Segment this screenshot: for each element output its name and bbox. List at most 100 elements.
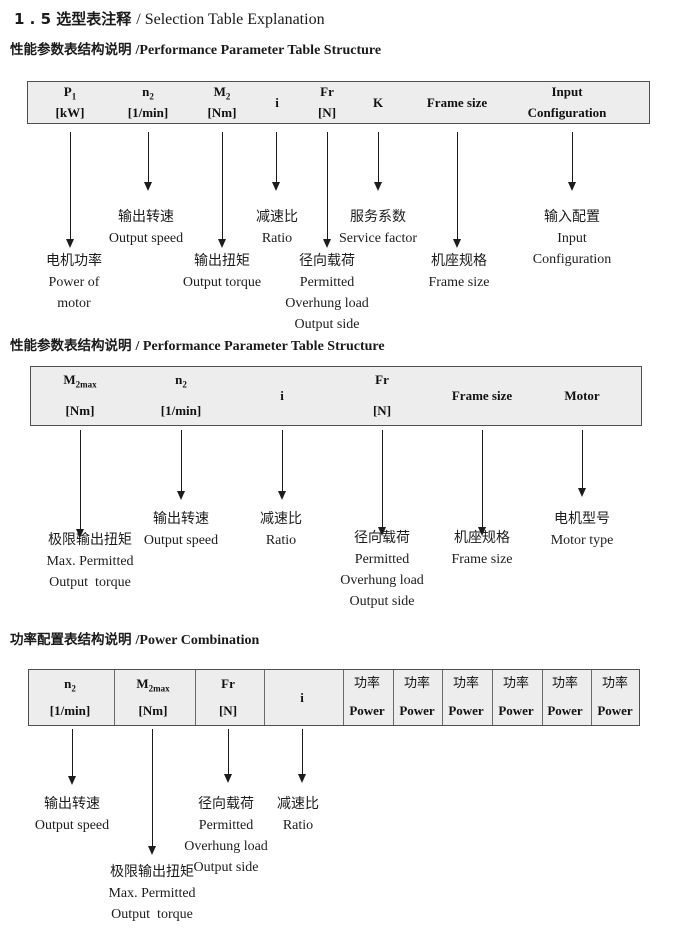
down-arrow-n2 bbox=[68, 729, 77, 785]
header-text: M2max bbox=[63, 372, 96, 390]
header-text: Fr bbox=[320, 84, 334, 99]
t3-col-fr: Fr [N] bbox=[219, 676, 237, 718]
column-divider bbox=[591, 670, 592, 725]
header-unit: [kW] bbox=[55, 105, 85, 120]
down-arrow-i bbox=[278, 430, 287, 500]
header-unit: [1/min] bbox=[127, 105, 169, 120]
annotation-overhung-load: 径向载荷 Permitted Overhung load Output side bbox=[285, 254, 369, 332]
header-base: n bbox=[142, 84, 150, 99]
t3-col-power-1: 功率 Power bbox=[349, 676, 384, 718]
t3-col-power-4: 功率 Power bbox=[498, 676, 533, 718]
annotation-input-configuration: 输入配置 Input Configuration bbox=[532, 210, 612, 267]
column-divider bbox=[114, 670, 115, 725]
header-text: n2 bbox=[64, 676, 76, 694]
section-3-heading: 功率配置表结构说明 /Power Combination bbox=[10, 628, 259, 649]
header-unit: [1/min] bbox=[160, 403, 202, 418]
power-combination-table bbox=[28, 669, 640, 726]
down-arrow-i bbox=[272, 132, 281, 191]
header-unit: [1/min] bbox=[49, 703, 91, 718]
header-unit: [N] bbox=[218, 703, 238, 718]
annotation-motor-type: 电机型号 Motor type bbox=[550, 512, 614, 548]
header-sub: 2max bbox=[148, 683, 170, 694]
down-arrow-fr bbox=[323, 132, 332, 248]
header-text: M2max bbox=[136, 676, 169, 694]
annotation-frame-size: 机座规格 Frame size bbox=[451, 531, 513, 567]
annotation-max-output-torque: 极限输出扭矩 Max. Permitted Output torque bbox=[108, 865, 196, 922]
header-text: Frame size bbox=[426, 94, 488, 110]
down-arrow-motor bbox=[578, 430, 587, 497]
performance-table-1 bbox=[27, 81, 650, 124]
down-arrow-frame-size bbox=[478, 430, 487, 536]
annotation-service-factor: 服务系数 Service factor bbox=[338, 210, 418, 246]
header-sub: 2 bbox=[182, 379, 187, 390]
header-base: n bbox=[175, 372, 183, 387]
annotation-output-speed: 输出转速 Output speed bbox=[34, 797, 110, 833]
t2-col-i: i bbox=[280, 372, 284, 418]
header-text: n2 bbox=[142, 84, 154, 102]
t3-col-power-2: 功率 Power bbox=[399, 676, 434, 718]
header-unit: [Nm] bbox=[138, 703, 168, 718]
header-base: n bbox=[64, 676, 72, 691]
down-arrow-input-configuration bbox=[568, 132, 577, 191]
annotation-max-output-torque: 极限输出扭矩 Max. Permitted Output torque bbox=[46, 533, 134, 590]
page-title-zh: 1 . 5 选型表注释 bbox=[14, 10, 132, 28]
annotation-ratio: 减速比 Ratio bbox=[260, 512, 302, 548]
header-text: n2 bbox=[175, 372, 187, 390]
header-text: 功率 bbox=[353, 676, 380, 691]
header-text: i bbox=[275, 94, 279, 110]
t1-col-m2: M2 [Nm] bbox=[208, 84, 237, 120]
header-base: M bbox=[136, 676, 149, 691]
header-unit: [N] bbox=[372, 403, 392, 418]
header-unit: Power bbox=[547, 703, 583, 718]
header-text: 功率 bbox=[452, 676, 479, 691]
t1-col-fr: Fr [N] bbox=[318, 84, 336, 120]
t3-col-m2max: M2max [Nm] bbox=[136, 676, 169, 718]
t1-col-p1: P1 [kW] bbox=[56, 84, 85, 120]
header-text: Frame size bbox=[451, 387, 513, 403]
t3-col-power-6: 功率 Power bbox=[597, 676, 632, 718]
column-divider bbox=[492, 670, 493, 725]
t1-col-input-configuration: Input Configuration bbox=[528, 84, 607, 120]
t2-col-m2max: M2max [Nm] bbox=[63, 372, 96, 418]
header-text: 功率 bbox=[551, 676, 578, 691]
header-text: i bbox=[300, 689, 304, 705]
t2-col-motor: Motor bbox=[564, 372, 599, 418]
column-divider bbox=[542, 670, 543, 725]
header-unit: [Nm] bbox=[65, 403, 95, 418]
down-arrow-k bbox=[374, 132, 383, 191]
header-sub: 2max bbox=[75, 379, 97, 390]
t3-col-i: i bbox=[300, 676, 304, 718]
header-unit: Power bbox=[399, 703, 435, 718]
header-unit: [N] bbox=[317, 105, 337, 120]
header-sub: 2 bbox=[225, 91, 231, 102]
page-title: 1 . 5 选型表注释 / Selection Table Explanatio… bbox=[14, 8, 325, 29]
header-sub: 2 bbox=[71, 683, 76, 694]
header-text: P1 bbox=[64, 84, 76, 102]
down-arrow-m2 bbox=[218, 132, 227, 248]
header-unit: Power bbox=[349, 703, 385, 718]
header-base: M bbox=[213, 84, 226, 99]
performance-table-2 bbox=[30, 366, 642, 426]
header-text: Fr bbox=[221, 676, 235, 691]
t3-col-power-3: 功率 Power bbox=[448, 676, 483, 718]
down-arrow-m2max bbox=[148, 729, 157, 855]
annotation-overhung-load: 径向载荷 Permitted Overhung load Output side bbox=[340, 531, 424, 609]
down-arrow-fr bbox=[378, 430, 387, 536]
section-2-heading: 性能参数表结构说明 / Performance Parameter Table … bbox=[10, 334, 385, 355]
header-text: Input bbox=[551, 84, 583, 99]
header-unit: Configuration bbox=[527, 105, 607, 120]
column-divider bbox=[393, 670, 394, 725]
header-unit: Power bbox=[498, 703, 534, 718]
down-arrow-i bbox=[298, 729, 307, 783]
t2-col-frame-size: Frame size bbox=[452, 372, 512, 418]
down-arrow-n2 bbox=[144, 132, 153, 191]
section-2-heading-zh: 性能参数表结构说明 bbox=[10, 338, 132, 354]
down-arrow-m2max bbox=[76, 430, 85, 538]
section-3-heading-zh: 功率配置表结构说明 bbox=[10, 632, 132, 648]
section-1-heading-en: /Performance Parameter Table Structure bbox=[135, 43, 382, 58]
annotation-frame-size: 机座规格 Frame size bbox=[428, 254, 490, 290]
down-arrow-n2 bbox=[177, 430, 186, 500]
page-title-en: / Selection Table Explanation bbox=[136, 11, 325, 28]
t1-col-n2: n2 [1/min] bbox=[128, 84, 168, 120]
t1-col-frame-size: Frame size bbox=[427, 84, 487, 120]
